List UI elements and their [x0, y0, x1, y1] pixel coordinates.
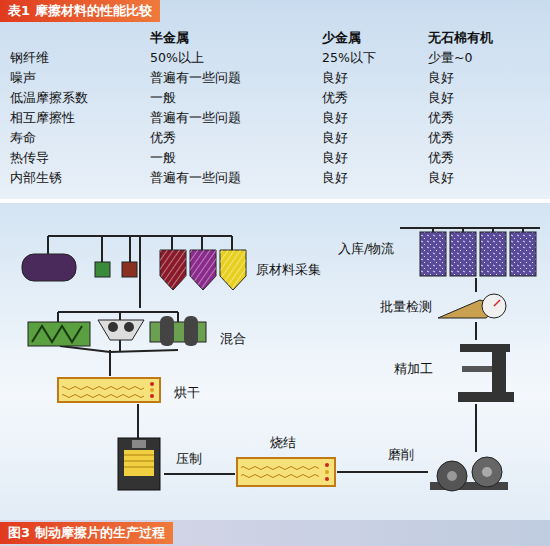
table-title: 表1 摩擦材料的性能比较 — [0, 0, 160, 22]
table-cell: 良好 — [322, 110, 348, 127]
flow-line — [164, 473, 235, 475]
process-step: 混合 — [26, 308, 210, 350]
flow-line — [475, 278, 477, 292]
process-step: 磨削 — [428, 452, 508, 492]
table-cell: 低温摩擦系数 — [10, 90, 88, 107]
column-header: 半金属 — [150, 30, 189, 47]
table-cell: 寿命 — [10, 130, 36, 147]
table-cell: 热传导 — [10, 150, 49, 167]
table-cell: 良好 — [428, 90, 454, 107]
table-cell: 良好 — [428, 70, 454, 87]
step-label: 原材料采集 — [256, 261, 321, 279]
table-cell: 普遍有一些问题 — [150, 170, 241, 187]
process-step: 批量检测 — [436, 292, 508, 322]
table-cell: 50%以上 — [150, 50, 204, 67]
flow-line — [475, 404, 477, 452]
step-label: 磨削 — [388, 446, 414, 464]
flow-line — [109, 350, 111, 376]
flow-line — [137, 404, 139, 434]
table-cell: 一般 — [150, 150, 176, 167]
process-step: 压制 — [112, 434, 164, 492]
step-label: 入库/物流 — [338, 240, 394, 258]
table-cell: 一般 — [150, 90, 176, 107]
process-step: 烧结 — [235, 456, 337, 488]
step-label: 烧结 — [270, 434, 296, 452]
flow-line — [337, 471, 428, 473]
table-cell: 普遍有一些问题 — [150, 110, 241, 127]
flow-line — [475, 322, 477, 340]
table-cell: 内部生锈 — [10, 170, 62, 187]
table-cell: 优秀 — [150, 130, 176, 147]
table-cell: 25%以下 — [322, 50, 376, 67]
table-cell: 相互摩擦性 — [10, 110, 75, 127]
step-label: 压制 — [176, 450, 202, 468]
column-header: 无石棉有机 — [428, 30, 493, 47]
step-label: 批量检测 — [380, 298, 432, 316]
step-label: 精加工 — [394, 360, 433, 378]
table-cell: 良好 — [322, 170, 348, 187]
figure-caption: 图3 制动摩擦片的生产过程 — [0, 522, 173, 544]
table-cell: 优秀 — [428, 110, 454, 127]
table-cell: 良好 — [322, 70, 348, 87]
step-label: 混合 — [220, 330, 246, 348]
table-cell: 良好 — [322, 150, 348, 167]
step-label: 烘干 — [174, 384, 200, 402]
table-cell: 良好 — [428, 170, 454, 187]
table-cell: 普遍有一些问题 — [150, 70, 241, 87]
table-cell: 良好 — [322, 130, 348, 147]
table-cell: 少量~0 — [428, 50, 472, 67]
table-cell: 优秀 — [428, 130, 454, 147]
process-step: 入库/物流 — [418, 224, 538, 278]
process-step: 精加工 — [456, 340, 514, 404]
column-header: 少金属 — [322, 30, 361, 47]
process-step: 烘干 — [56, 376, 164, 404]
table-cell: 优秀 — [322, 90, 348, 107]
table-cell: 钢纤维 — [10, 50, 49, 67]
table-cell: 噪声 — [10, 70, 36, 87]
flow-line — [139, 292, 141, 308]
process-step: 原材料采集 — [18, 232, 250, 292]
table-cell: 优秀 — [428, 150, 454, 167]
